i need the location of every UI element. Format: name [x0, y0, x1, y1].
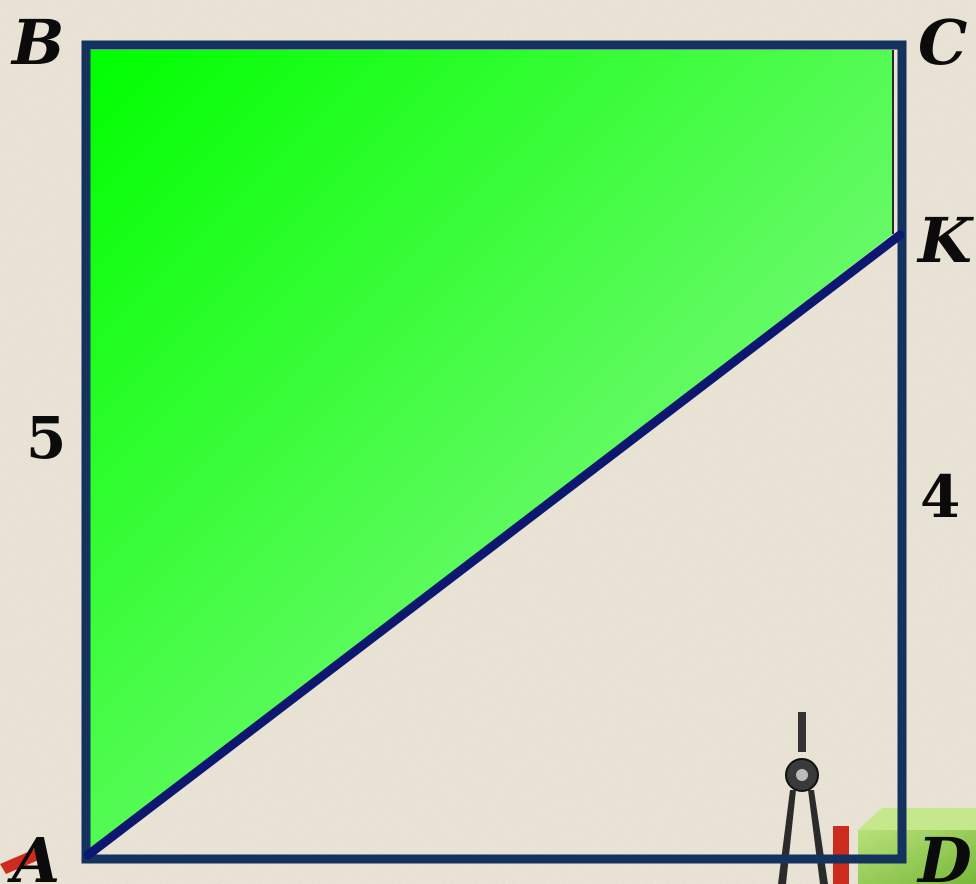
square-abcd	[81, 40, 907, 864]
corner-pencil-icon	[0, 846, 48, 874]
segment-ak	[83, 230, 905, 860]
vertex-label-a: A	[7, 824, 60, 884]
vertex-label-c: C	[918, 6, 967, 79]
shaded-region-abck	[90, 50, 893, 853]
vertex-label-b: B	[10, 6, 64, 79]
vertex-label-d: D	[916, 824, 972, 884]
side-length-ab: 5	[26, 404, 66, 472]
vertex-label-k: K	[916, 204, 974, 277]
side-length-kd: 4	[920, 463, 960, 531]
